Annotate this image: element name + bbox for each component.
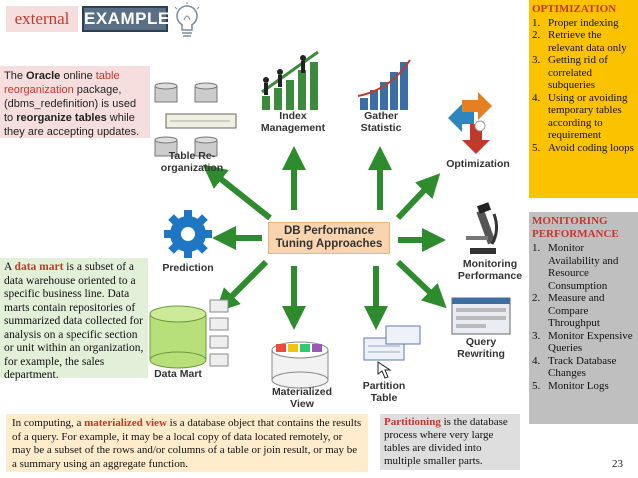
query-rewriting-icon bbox=[451, 297, 511, 335]
oracle-mid2: package, (dbms_redefinition) is used to bbox=[4, 84, 137, 124]
list-item: 3.Getting rid of correlated subqueries bbox=[532, 54, 608, 91]
node-prediction: Prediction bbox=[162, 262, 214, 274]
optimization-icon bbox=[448, 92, 492, 154]
mview-prefix: In computing, a bbox=[12, 417, 85, 429]
oracle-prefix: The bbox=[4, 70, 27, 82]
monitoring-list: 1.Monitor Availability and Resource Cons… bbox=[532, 242, 635, 392]
list-item: 1.Monitor Availability and Resource Cons… bbox=[532, 242, 619, 292]
arrow-query bbox=[395, 259, 447, 309]
node-monitoring: Monitoring Performance bbox=[457, 258, 523, 282]
monitoring-panel: MONITORING PERFORMANCE 1.Monitor Availab… bbox=[529, 212, 638, 424]
microscope-icon bbox=[466, 202, 499, 254]
table-reorg-term: table reorganization bbox=[4, 70, 120, 96]
node-data-mart: Data Mart bbox=[154, 368, 202, 380]
list-item: 4.Track Database Changes bbox=[532, 354, 617, 380]
center-title: DB Performance Tuning Approaches bbox=[268, 222, 390, 254]
monitoring-title: MONITORING PERFORMANCE bbox=[532, 215, 619, 240]
oracle-term: Oracle bbox=[26, 70, 61, 82]
optimization-panel: OPTIMIZATION 1.Proper indexing 2.Retriev… bbox=[529, 0, 638, 198]
mview-term: materialized view bbox=[84, 417, 167, 429]
materialized-view-icon bbox=[271, 341, 329, 389]
list-item: 3.Monitor Expensive Queries bbox=[532, 329, 633, 355]
list-item: 1.Proper indexing bbox=[532, 16, 619, 29]
node-index-management: Index Management bbox=[260, 110, 326, 134]
optimization-list: 1.Proper indexing 2.Retrieve the relevan… bbox=[532, 17, 635, 155]
data-mart-text: is a subset of a data warehouse oriented… bbox=[4, 261, 144, 381]
partitioning-term: Partitioning bbox=[384, 416, 441, 428]
data-mart-note: A data mart is a subset of a data wareho… bbox=[0, 258, 148, 381]
data-mart-prefix: A bbox=[4, 261, 15, 273]
prediction-gear-icon bbox=[164, 210, 212, 258]
oracle-suffix: while they are accepting updates. bbox=[4, 112, 140, 138]
arrow-table-reorg bbox=[202, 164, 272, 221]
external-label: external bbox=[6, 6, 78, 32]
partition-table-icon bbox=[363, 325, 421, 379]
data-mart-term: data mart bbox=[14, 261, 64, 273]
mview-text: is a database object that contains the r… bbox=[12, 417, 362, 470]
partitioning-note: Partitioning is the database process whe… bbox=[380, 414, 520, 470]
arrows bbox=[202, 146, 447, 330]
reorg-tables-term: reorganize tables bbox=[16, 112, 107, 124]
arrow-optimization bbox=[395, 173, 441, 221]
table-reorg-icon bbox=[154, 82, 237, 157]
example-badge: EXAMPLE bbox=[82, 6, 169, 32]
gather-statistic-icon bbox=[357, 59, 411, 110]
list-item: 4.Using or avoiding temporary tables acc… bbox=[532, 91, 628, 142]
node-query-rewriting: Query Rewriting bbox=[457, 336, 505, 360]
node-materialized-view: Materialized View bbox=[271, 386, 333, 410]
node-optimization: Optimization bbox=[446, 158, 510, 170]
node-partition-table: Partition Table bbox=[362, 380, 406, 404]
partitioning-text: is the database process where very large… bbox=[384, 416, 508, 467]
node-table-reorg: Table Re-organization bbox=[160, 150, 224, 174]
page-number: 23 bbox=[612, 458, 623, 470]
arrow-data-mart bbox=[215, 259, 269, 313]
list-item: 5.Avoid coding loops bbox=[532, 141, 634, 154]
lightbulb-icon bbox=[174, 2, 200, 37]
index-management-icon bbox=[261, 50, 319, 110]
list-item: 5.Monitor Logs bbox=[532, 379, 609, 392]
oracle-mid1: online bbox=[60, 70, 96, 82]
node-gather-statistic: Gather Statistic bbox=[360, 110, 402, 134]
oracle-note: The Oracle online table reorganization p… bbox=[0, 66, 150, 138]
list-item: 2.Retrieve the relevant data only bbox=[532, 29, 627, 54]
materialized-view-note: In computing, a materialized view is a d… bbox=[6, 414, 368, 472]
optimization-title: OPTIMIZATION bbox=[532, 3, 617, 15]
data-mart-icon bbox=[149, 299, 229, 369]
list-item: 2.Measure and Compare Throughput bbox=[532, 292, 605, 329]
